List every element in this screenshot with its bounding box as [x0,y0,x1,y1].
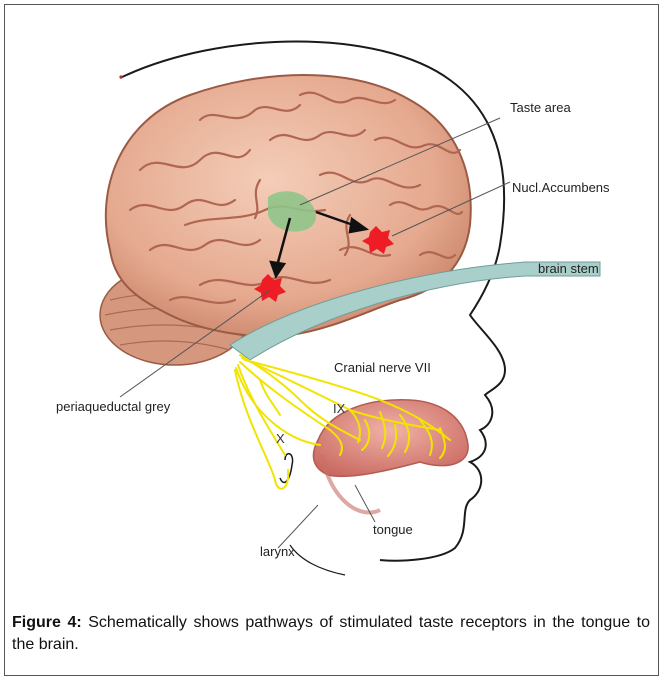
label-tongue: tongue [373,522,413,537]
label-nerve-x: X [276,431,285,446]
figure-caption: Figure 4: Schematically shows pathways o… [12,612,650,656]
label-taste-area: Taste area [510,100,571,115]
jaw-line [290,545,345,575]
label-nucl-accumbens: Nucl.Accumbens [512,180,610,195]
label-brain-stem: brain stem [538,261,599,276]
label-cranial-nerve: Cranial nerve VII [334,360,431,375]
label-larynx: larynx [260,544,295,559]
label-nerve-ix: IX [333,401,346,416]
larynx-shape [280,454,293,483]
stray-dot [119,75,122,78]
label-periaqueductal: periaqueductal grey [56,399,171,414]
caption-text: Schematically shows pathways of stimulat… [12,614,650,653]
caption-label: Figure 4: [12,614,82,631]
